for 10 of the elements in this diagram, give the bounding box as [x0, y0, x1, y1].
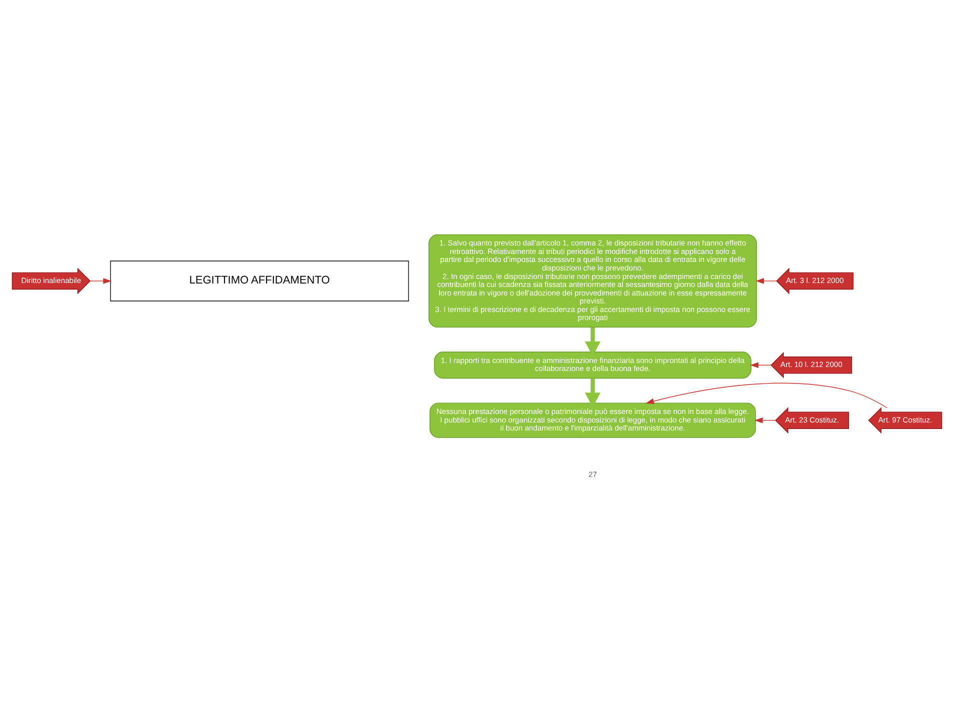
- arrow: [90, 278, 112, 284]
- arrow: [756, 278, 777, 284]
- arrow: [646, 382, 888, 408]
- node-box: Nessuna prestazione personale o patrimoniale può essere imposta se non in base alla legge. I pubblici uffici sono organizzati secondo disposizioni di legge, in modo che siano assicurati il buon andamento e l'imparzialità dell'amministrazione.: [430, 402, 756, 438]
- node-box: 1. Salvo quanto previsto dall'articolo 1, comma 2, le disposizioni tributarie non hanno effetto retroattivo. Relativamente ai tributi periodici le modifiche introdotte si applicano solo a partire dal periodo d'imposta successivo a quello in corso alla data di entrata in vigore delle disposizioni che le prevedono. 2. In ogni caso, le disposizioni tributarie non possono prevedere adempimenti a carico dei contribuenti la cui scadenza sia fissata anteriormente al sessantesimo giorno dalla data della loro entrata in vigore o dell'adozione dei provvedimenti di attuazione in esse espressamente previsti. 3. I termini di prescrizione e di decadenza per gli accertamenti di imposta non possono essere prorogati: [428, 234, 757, 328]
- arrow: [750, 362, 772, 368]
- arrow: [754, 417, 776, 424]
- node-box: 1. I rapporti tra contribuente e amministrazione finanziaria sono improntati al principio della collaborazione e della buona fede.: [434, 352, 752, 379]
- node-box: LEGITTIMO AFFIDAMENTO: [110, 260, 409, 302]
- label: 27: [588, 470, 597, 479]
